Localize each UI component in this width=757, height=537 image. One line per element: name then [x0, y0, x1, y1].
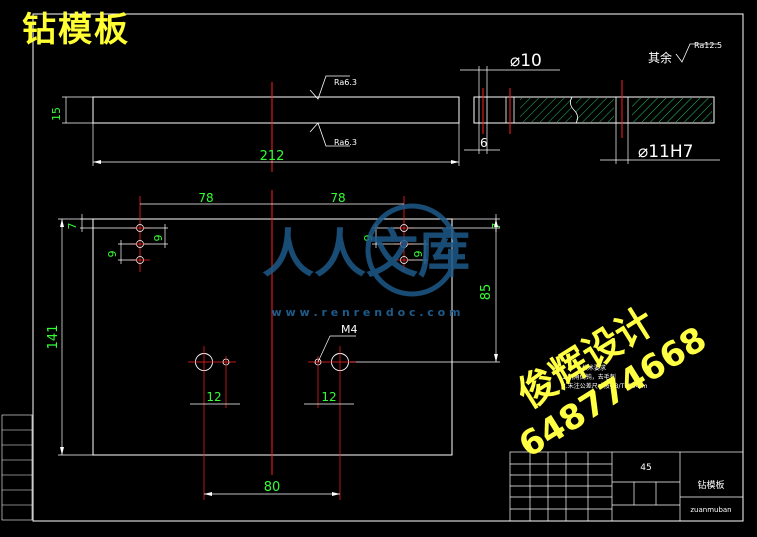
dim-9-b: 9 [152, 235, 165, 242]
notes-line1: 1.锐角倒钝，去毛刺 [562, 373, 616, 381]
title-block [509, 451, 744, 522]
dim-141: 141 [46, 325, 61, 350]
watermark-brand: 人人文库 [262, 224, 470, 285]
dim-phi10: ⌀10 [510, 51, 542, 71]
dim-78-right: 78 [330, 191, 345, 205]
section-hatch-left [520, 98, 572, 122]
drawing-frame [32, 13, 744, 522]
dim-12-left: 12 [206, 390, 221, 404]
section-hatch-mid [576, 98, 614, 122]
dim-m4: M4 [341, 323, 358, 336]
drawing-number: zuanmuban [690, 506, 731, 514]
notes-title: 技术要求 [582, 364, 606, 372]
material-label: 45 [640, 463, 651, 473]
side-view-outline [92, 96, 460, 124]
ra-top: Ra6.3 [334, 78, 357, 87]
dim-phi11h7: ⌀11H7 [638, 142, 693, 162]
dim-9-a: 9 [106, 251, 119, 258]
watermark-site: w w w . r e n r e n d o c . c o m [271, 306, 460, 319]
dim-80: 80 [264, 480, 281, 495]
revision-stubs [1, 414, 33, 521]
bore-left [188, 346, 236, 500]
dim-85: 85 [479, 284, 494, 301]
watermark-logo: 人人文库 [262, 203, 470, 297]
dim-7-left: 7 [66, 223, 79, 230]
section-view-outline [473, 96, 715, 124]
dim-6: 6 [480, 136, 488, 150]
section-hatch-right [632, 98, 712, 122]
part-name: 钻模板 [697, 479, 724, 491]
bore-right [308, 346, 356, 500]
dim-15: 15 [50, 107, 63, 121]
dim-212: 212 [260, 149, 285, 164]
drawing-title: 钻模板 [22, 10, 130, 50]
dim-78-left: 78 [198, 191, 213, 205]
dim-12-right: 12 [321, 390, 336, 404]
ra-rest: Ra12.5 [694, 41, 722, 50]
qiyu-label: 其余 [648, 50, 672, 65]
ra-bottom: Ra6.3 [334, 138, 357, 147]
dim-9-d: 9 [412, 251, 425, 258]
notes-line2: 2.未注公差尺寸按GB/T1804-m [562, 382, 648, 390]
